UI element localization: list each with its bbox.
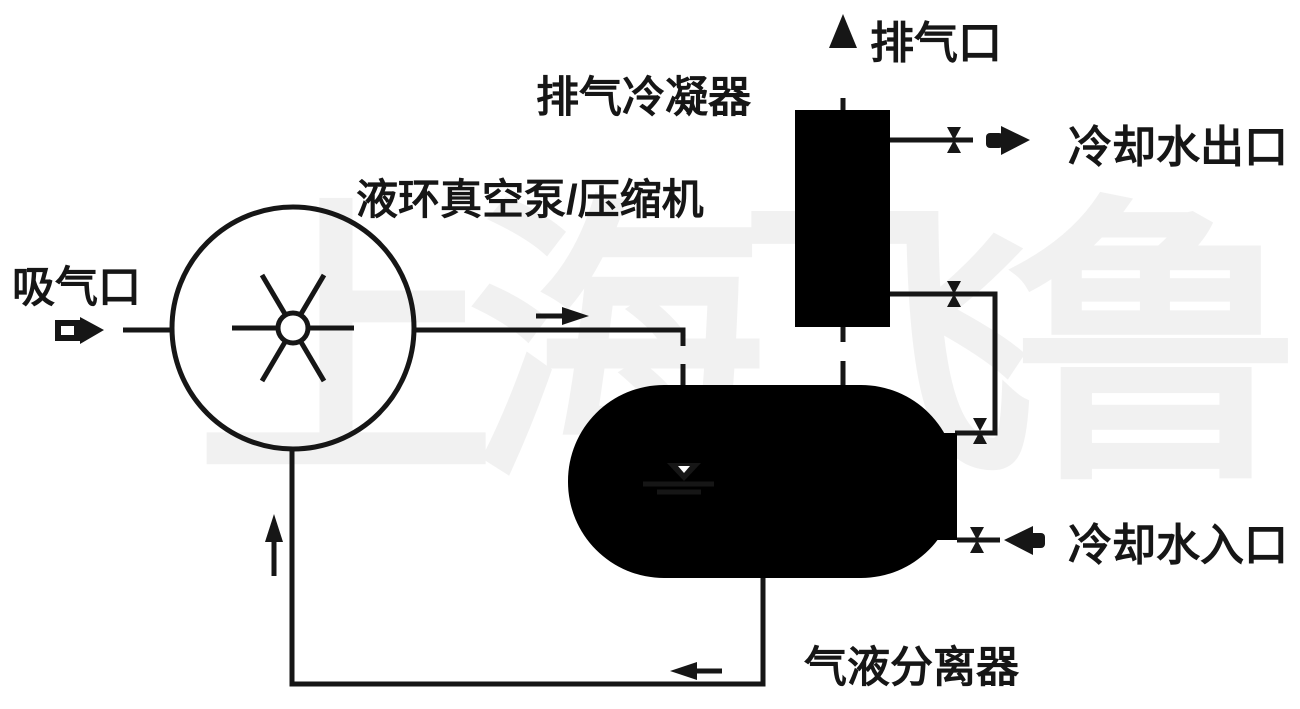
flow-arrow-up-icon (265, 514, 283, 576)
pipe-joint-icon (973, 418, 987, 444)
liquid-ring-pump-symbol (169, 204, 417, 452)
outlet-arrow-right-icon (986, 126, 1030, 155)
cooling-water-outlet-connection (890, 126, 1030, 155)
flange-icon (825, 84, 861, 95)
pipe-joint-icon (947, 127, 961, 153)
pipe-joint-icon (947, 281, 961, 307)
pipe-joint-icon (970, 527, 984, 553)
inlet-arrow-left-icon (1004, 526, 1045, 555)
exhaust-condenser-symbol (795, 14, 890, 387)
condenser-shell (795, 110, 890, 327)
separator-label-leader (849, 581, 888, 634)
condenser-label-leader (688, 122, 795, 192)
gas-liquid-separator-label: 气液分离器 (803, 644, 1020, 692)
exhaust-arrow-up-icon (829, 14, 857, 48)
pump-casing-circle (169, 204, 417, 452)
separator-coil-icon (773, 433, 957, 540)
suction-arrow-icon (55, 317, 104, 344)
flange-icon (667, 350, 699, 361)
recirculation-pipe (265, 449, 766, 687)
exhaust-port-label: 排气口 (870, 19, 1002, 68)
flow-arrow-right-icon (536, 307, 589, 325)
gas-liquid-separator-symbol (568, 385, 957, 578)
cooling-water-inlet-label: 冷却水入口 (1068, 521, 1288, 570)
flange-icon (826, 346, 860, 358)
suction-port-connection (55, 316, 172, 344)
liquid-level-icon (643, 463, 714, 495)
pump-label-leader (396, 224, 433, 253)
cooling-water-inlet-connection (957, 526, 1045, 555)
condenser-feed-pipe (890, 281, 998, 444)
suction-flange-icon (108, 316, 119, 344)
suction-port-label: 吸气口 (12, 264, 141, 312)
pump-label: 液环真空泵/压缩机 (356, 176, 704, 223)
impeller-icon (232, 273, 354, 383)
cooling-water-outlet-label: 冷却水出口 (1068, 123, 1288, 172)
flow-arrow-left-icon (670, 662, 722, 680)
condenser-coil-icon (806, 140, 890, 294)
discharge-pipe (414, 307, 699, 387)
exhaust-condenser-label: 排气冷凝器 (536, 74, 752, 122)
